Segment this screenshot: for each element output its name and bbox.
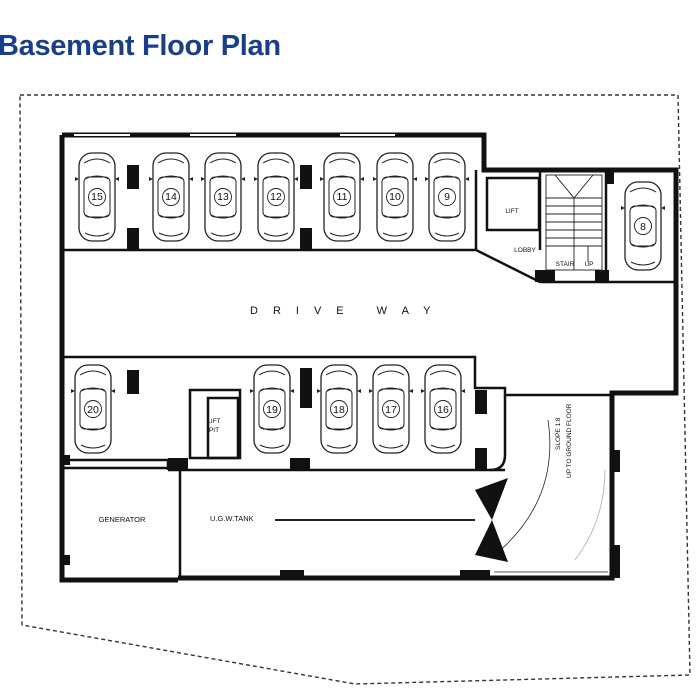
slot-19: 19 [266,404,278,416]
driveway-label: DRIVE WAY [250,305,446,317]
slot-18: 18 [333,404,345,416]
lift-label: LIFT [505,208,518,215]
up-label: UP [584,261,593,268]
page-title: Basement Floor Plan [0,30,281,62]
slope-label-1: SLOPE 1:8 [555,417,562,450]
slot-17: 17 [385,404,397,416]
slot-15: 15 [91,191,103,203]
slot-10: 10 [389,191,401,203]
slot-20: 20 [87,404,99,416]
stair [545,174,603,271]
slot-8: 8 [640,221,646,233]
slot-13: 13 [217,191,229,203]
entry-flaps [475,478,508,562]
slope-label-2: UP TO GROUND FLOOR [566,403,573,478]
ugw-tank-label: U.G.W.TANK [210,514,254,523]
parking-top-row: 15 14 13 12 11 10 9 [74,152,470,242]
slot-14: 14 [165,191,177,203]
lift-pit-label-1: LIFT [207,418,220,425]
slot-12: 12 [270,191,282,203]
parking-bottom-row: 20 19 18 17 16 [70,364,466,454]
pillars [62,165,620,580]
generator-label: GENERATOR [99,515,146,524]
parking-right: 8 [620,181,666,271]
slot-9: 9 [444,191,450,203]
lobby-label: LOBBY [514,247,536,254]
interior-walls [62,170,676,578]
slot-16: 16 [437,404,449,416]
site-boundary [19,94,691,685]
lift-pit-label-2: PIT [209,427,219,434]
slot-11: 11 [337,191,348,203]
ramp-arc [275,419,551,556]
stair-label: STAIR [556,261,575,268]
